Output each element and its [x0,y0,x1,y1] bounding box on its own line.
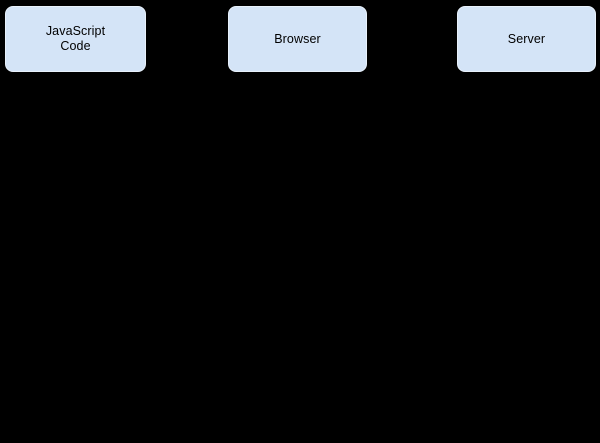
node-javascript-code[interactable]: JavaScript Code [5,6,146,72]
node-javascript-code-label: JavaScript Code [45,24,106,53]
node-server[interactable]: Server [457,6,596,72]
node-browser-label: Browser [274,31,321,46]
node-server-label: Server [507,31,546,46]
node-browser[interactable]: Browser [228,6,367,72]
